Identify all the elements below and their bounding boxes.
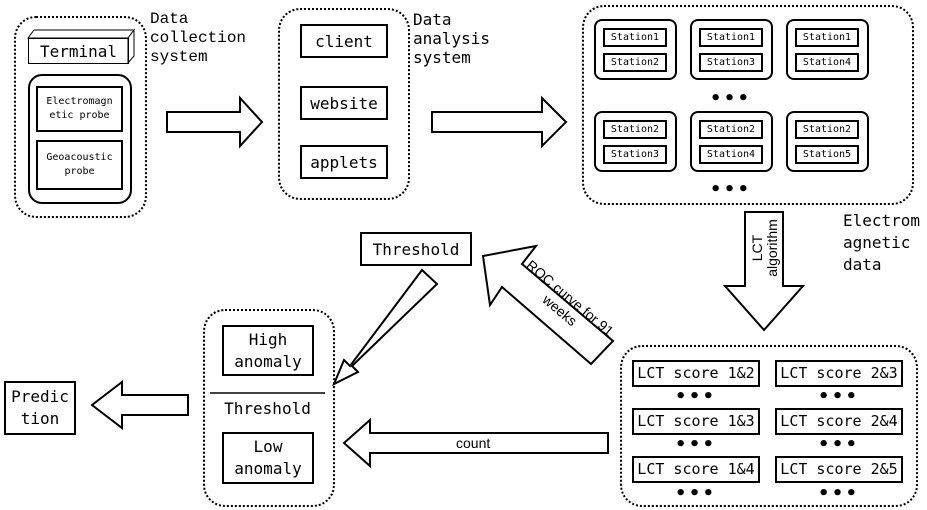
arrow-roc-curve xyxy=(481,244,615,366)
station-group-1 xyxy=(594,19,677,80)
lct-score-item: LCT score 1&4 xyxy=(632,456,760,483)
client-box: client xyxy=(300,24,388,58)
station-item: Station1 xyxy=(699,28,763,47)
threshold-label: Threshold xyxy=(224,398,311,418)
collection-system-label: Data collection system xyxy=(150,10,247,66)
station-item: Station2 xyxy=(795,120,859,139)
station-item: Station2 xyxy=(603,53,667,72)
arrow-collection-to-analysis xyxy=(166,95,264,149)
analysis-system-box xyxy=(278,8,410,200)
station-item: Station2 xyxy=(699,120,763,139)
lct-score-item: LCT score 1&3 xyxy=(632,408,760,435)
anomaly-box xyxy=(203,309,335,507)
prediction-box: Predic tion xyxy=(4,381,76,435)
probe-container xyxy=(28,74,132,204)
applets-box: applets xyxy=(300,145,388,179)
station-item: Station1 xyxy=(795,28,859,47)
lct-score-item: LCT score 2&5 xyxy=(775,456,903,483)
website-box: website xyxy=(300,86,388,120)
count-label: count xyxy=(456,435,491,451)
arrow-analysis-to-stations xyxy=(431,95,568,149)
lct-scores-box xyxy=(620,345,918,507)
station-item: Station4 xyxy=(699,145,763,164)
analysis-system-label: Data analysis system xyxy=(413,10,491,67)
threshold-box: Threshold xyxy=(360,232,472,266)
low-anomaly-box: Low anomaly xyxy=(222,432,314,484)
arrow-threshold-to-anomaly xyxy=(332,268,439,387)
station-item: Station5 xyxy=(795,145,859,164)
arrow-to-prediction xyxy=(90,379,189,431)
lct-ellipsis: ••• xyxy=(818,386,860,407)
arrow-lct-algorithm xyxy=(722,211,806,332)
lct-ellipsis: ••• xyxy=(818,434,860,455)
station-group-4 xyxy=(594,111,677,172)
station-group-6 xyxy=(786,111,869,172)
lct-ellipsis: ••• xyxy=(675,386,717,407)
lct-score-item: LCT score 2&3 xyxy=(775,360,903,387)
lct-ellipsis: ••• xyxy=(675,483,717,504)
stations-ellipsis: ••• xyxy=(710,179,752,200)
lct-score-item: LCT score 2&4 xyxy=(775,408,903,435)
electromagnetic-probe: Electromagn etic probe xyxy=(36,86,123,132)
lct-ellipsis: ••• xyxy=(675,434,717,455)
station-item: Station1 xyxy=(603,28,667,47)
collection-system-box xyxy=(14,16,147,218)
station-item: Station4 xyxy=(795,53,859,72)
station-item: Station2 xyxy=(603,120,667,139)
lct-ellipsis: ••• xyxy=(818,483,860,504)
lct-score-item: LCT score 1&2 xyxy=(632,360,760,387)
station-group-2 xyxy=(690,19,773,80)
station-item: Station3 xyxy=(603,145,667,164)
terminal-box: Terminal xyxy=(28,38,129,64)
station-item: Station3 xyxy=(699,53,763,72)
geoacoustic-probe: Geoacoustic probe xyxy=(36,140,123,190)
lct-algorithm-label: LCT algorithm xyxy=(749,219,780,277)
high-anomaly-box: High anomaly xyxy=(222,325,314,376)
arrow-count xyxy=(342,417,609,469)
stations-box xyxy=(582,5,914,205)
electromagnetic-data-label: Electrom agnetic data xyxy=(843,211,921,274)
stations-ellipsis: ••• xyxy=(710,88,752,109)
station-group-3 xyxy=(786,19,869,80)
station-group-5 xyxy=(690,111,773,172)
